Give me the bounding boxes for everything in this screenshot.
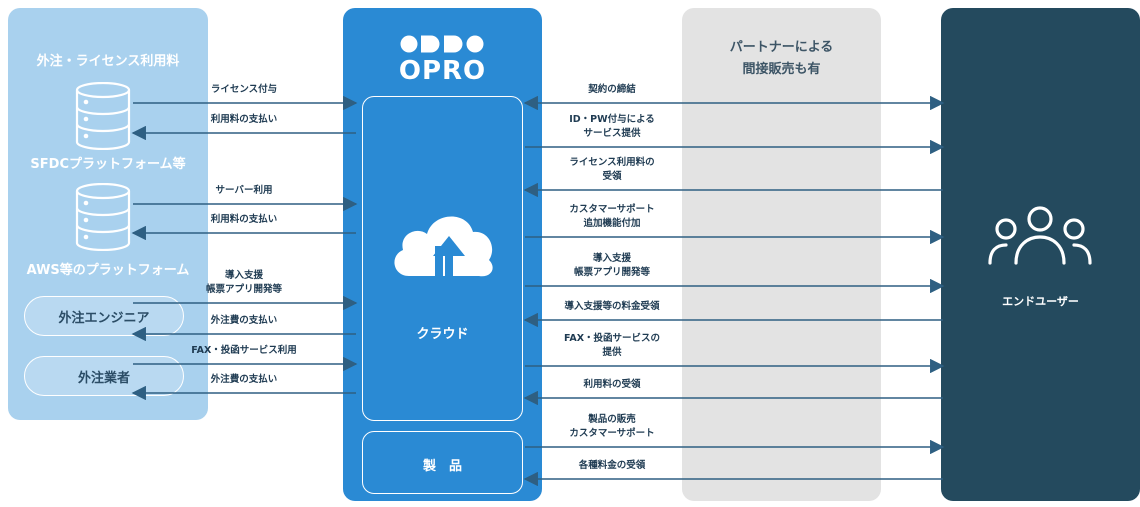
right-flow-label: 導入支援 帳票アプリ開発等 — [573, 253, 650, 278]
partner-panel — [682, 8, 881, 501]
opro-logo-text: OPRO — [398, 56, 487, 86]
right-flow-label: 各種料金の受領 — [578, 460, 646, 471]
end-user-panel — [941, 8, 1140, 501]
right-flow-label: ライセンス利用料の 受領 — [569, 157, 655, 182]
partner-line-2: 間接販売も有 — [742, 62, 821, 77]
aws-platform-label: AWS等のプラットフォーム — [26, 263, 190, 278]
end-user-label: エンドユーザー — [1002, 295, 1079, 308]
left-flow-label: 外注費の支払い — [210, 315, 278, 326]
cloud-label: クラウド — [416, 327, 469, 342]
right-flow-label: 導入支援等の料金受領 — [564, 301, 660, 312]
left-flow-label: ライセンス付与 — [210, 84, 278, 95]
right-flow-label: FAX・投函サービスの 提供 — [563, 333, 661, 358]
left-flow-label: 利用料の支払い — [210, 214, 278, 225]
partner-line-1: パートナーによる — [729, 40, 834, 55]
left-flow-label: サーバー利用 — [215, 185, 273, 196]
left-flow-label: 導入支援 帳票アプリ開発等 — [205, 270, 282, 295]
users-group-icon — [988, 206, 1092, 265]
database-icon — [75, 183, 131, 251]
right-flow-label: 契約の締結 — [588, 84, 636, 95]
right-flow-label: 製品の販売 カスタマーサポート — [569, 414, 655, 439]
right-flow-label: カスタマーサポート 追加機能付加 — [569, 204, 655, 229]
outsourcing-title: 外注・ライセンス利用料 — [36, 54, 180, 69]
left-flow-label: 利用料の支払い — [210, 114, 278, 125]
opro-logo-mark — [400, 35, 484, 53]
product-label: 製 品 — [422, 459, 462, 474]
cloud-box — [362, 96, 523, 421]
cloud-sync-icon — [394, 216, 493, 302]
outsourced-vendor-box: 外注業者 — [24, 356, 184, 396]
product-box — [362, 431, 523, 494]
database-icon — [75, 82, 131, 150]
sfdc-platform-label: SFDCプラットフォーム等 — [30, 157, 186, 172]
right-flow-label: ID・PW付与による サービス提供 — [569, 114, 655, 139]
right-flow-label: 利用料の受領 — [583, 379, 641, 390]
left-flow-label: FAX・投函サービス利用 — [191, 345, 297, 356]
left-flow-label: 外注費の支払い — [210, 374, 278, 385]
